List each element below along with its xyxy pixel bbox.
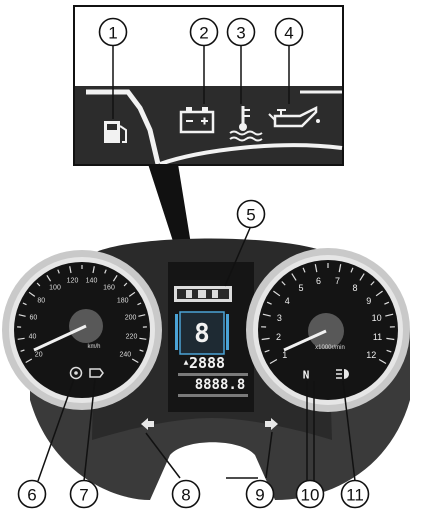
speedometer-label-200: 200 bbox=[125, 315, 137, 322]
speedometer-label-180: 180 bbox=[117, 298, 129, 305]
speedometer-label-120: 120 bbox=[67, 277, 79, 284]
callout-number: 5 bbox=[246, 206, 255, 225]
display-lower-digits: 8888.8 bbox=[195, 377, 246, 393]
callout-number: 11 bbox=[346, 486, 364, 505]
callout-number: 2 bbox=[199, 24, 208, 43]
tachometer-label-3: 3 bbox=[277, 313, 282, 323]
tachometer-label-1: 1 bbox=[282, 350, 287, 360]
callout-3: 3 bbox=[228, 19, 255, 46]
speedometer-label-60: 60 bbox=[30, 315, 38, 322]
speedometer-label-20: 20 bbox=[35, 352, 43, 359]
callout-number: 10 bbox=[301, 486, 320, 505]
display-upper-digits: 2888 bbox=[189, 354, 225, 372]
speedometer-label-100: 100 bbox=[49, 284, 61, 291]
tachometer-label-7: 7 bbox=[335, 276, 340, 286]
callout-number: 7 bbox=[79, 486, 88, 505]
speedometer-label-140: 140 bbox=[86, 277, 98, 284]
tachometer-label-2: 2 bbox=[276, 332, 281, 342]
speedometer-label-240: 240 bbox=[119, 352, 131, 359]
tachometer-label-12: 12 bbox=[366, 350, 376, 360]
tachometer-label-9: 9 bbox=[366, 296, 371, 306]
speedometer-label-160: 160 bbox=[103, 284, 115, 291]
tachometer-label-5: 5 bbox=[298, 283, 303, 293]
callout-11: 11 bbox=[342, 481, 369, 508]
tachometer-label-6: 6 bbox=[316, 276, 321, 286]
tachometer-unit: x1000r/min bbox=[315, 345, 345, 351]
callout-2: 2 bbox=[191, 19, 218, 46]
tachometer-label-4: 4 bbox=[285, 296, 290, 306]
callout-number: 9 bbox=[255, 486, 264, 505]
neutral-indicator: N bbox=[303, 369, 310, 382]
callout-number: 8 bbox=[181, 486, 190, 505]
speedometer-label-40: 40 bbox=[29, 334, 37, 341]
callout-5: 5 bbox=[238, 201, 265, 228]
callout-number: 3 bbox=[236, 24, 245, 43]
tachometer-label-11: 11 bbox=[373, 332, 382, 342]
callout-number: 1 bbox=[108, 24, 117, 43]
gear-indicator: 8 bbox=[194, 319, 210, 349]
callout-1: 1 bbox=[100, 19, 127, 46]
callout-6: 6 bbox=[19, 481, 46, 508]
display-up-arrow: ▲ bbox=[184, 358, 189, 367]
speedometer-label-220: 220 bbox=[126, 334, 138, 341]
callout-number: 6 bbox=[27, 486, 36, 505]
callout-4: 4 bbox=[276, 19, 303, 46]
speedometer-label-80: 80 bbox=[37, 298, 45, 305]
callout-number: 4 bbox=[284, 24, 293, 43]
callout-8: 8 bbox=[173, 481, 200, 508]
tachometer-label-10: 10 bbox=[372, 313, 382, 323]
tachometer-label-8: 8 bbox=[352, 283, 357, 293]
speedometer-unit: km/h bbox=[87, 344, 100, 350]
callout-9: 9 bbox=[247, 481, 274, 508]
callout-7: 7 bbox=[71, 481, 98, 508]
callout-10: 10 bbox=[297, 481, 324, 508]
